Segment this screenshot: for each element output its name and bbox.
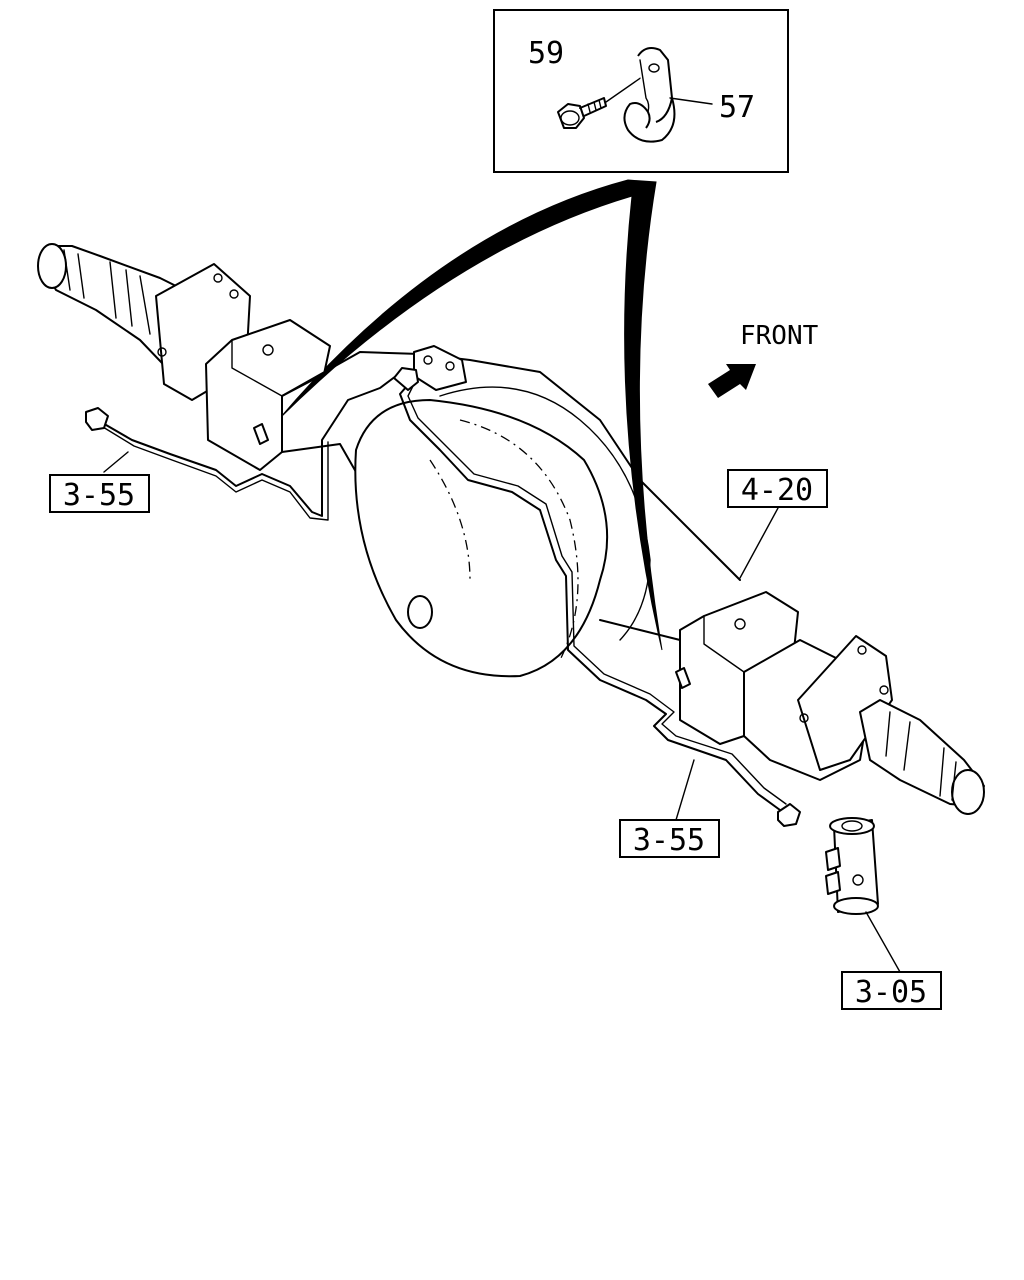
leader-axle-housing [739, 507, 779, 579]
clip-part [623, 47, 676, 143]
pipe-clip-left [253, 423, 269, 445]
callout-wheel-cylinder: 3-05 [841, 971, 942, 1010]
svg-text:4-20: 4-20 [741, 473, 813, 508]
callout-pipe-right: 3-55 [619, 819, 720, 858]
axle-housing [37, 243, 985, 815]
bolt-part [557, 97, 607, 129]
detail-pointer [279, 179, 663, 651]
callout-pipe-left: 3-55 [49, 474, 150, 513]
svg-text:3-55: 3-55 [63, 478, 135, 513]
callout-bolt: 59 [528, 36, 564, 71]
junction-bracket [393, 345, 467, 391]
svg-text:3-05: 3-05 [855, 975, 927, 1010]
callout-axle-housing: 4-20 [727, 469, 828, 508]
leader-wheel-cylinder [865, 911, 901, 973]
pipe-clip-right [675, 667, 691, 689]
leader-pipe-left [103, 451, 129, 473]
brake-pipe-left [85, 371, 415, 521]
callout-clip: 57 [719, 90, 755, 125]
brake-pipe-right [399, 371, 801, 827]
direction-label: FRONT [740, 321, 819, 351]
leader-pipe-right [675, 759, 695, 821]
detail-inset: 59 57 [493, 9, 789, 173]
svg-text:3-55: 3-55 [633, 823, 705, 858]
wheel-cylinder-part [825, 817, 879, 915]
front-arrow-icon [708, 364, 756, 398]
